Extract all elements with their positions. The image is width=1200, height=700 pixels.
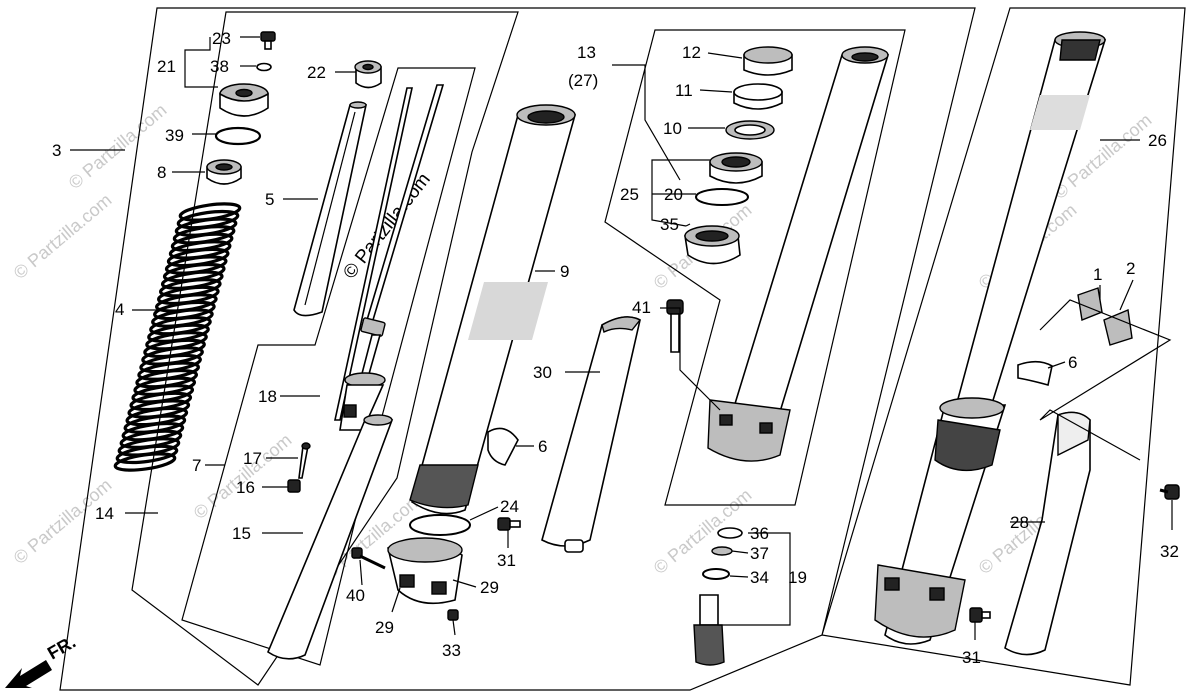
callout-23: 23 (212, 29, 231, 48)
callout-6-right: 6 (1068, 353, 1077, 372)
bushing-11 (733, 83, 783, 110)
callout-5: 5 (265, 190, 274, 209)
outer-tube-9 (409, 104, 577, 515)
fork-guard-30 (541, 316, 642, 553)
callout-15: 15 (232, 524, 251, 543)
needle-17 (298, 442, 311, 479)
callout-35: 35 (660, 215, 679, 234)
fork-assembly-26 (874, 31, 1107, 645)
wear-pad-6 (487, 427, 519, 466)
callout-6-left: 6 (538, 437, 547, 456)
callout-30: 30 (533, 363, 552, 382)
callout-1: 1 (1093, 265, 1102, 284)
callout-27: (27) (568, 71, 598, 90)
clip-20 (695, 188, 749, 206)
callout-19: 19 (788, 568, 807, 587)
spring-coil (113, 452, 177, 472)
callout-34: 34 (750, 568, 769, 587)
front-direction-arrow: FR. (5, 632, 79, 688)
nut-16 (287, 479, 301, 493)
bracket-1 (1077, 287, 1103, 321)
callout-22: 22 (307, 63, 326, 82)
bushing-12 (743, 46, 793, 76)
axle-holder-29 (387, 537, 463, 605)
callout-13: 13 (577, 43, 596, 62)
callout-4: 4 (115, 300, 124, 319)
o-ring-39 (214, 126, 262, 146)
washer-10 (725, 120, 775, 140)
bolt-32 (1159, 484, 1180, 500)
callout-41: 41 (632, 298, 651, 317)
direction-label: FR. (44, 632, 79, 664)
adjuster-19 (693, 594, 725, 666)
washer-34 (702, 568, 730, 580)
callout-10: 10 (663, 119, 682, 138)
spring-coil (115, 444, 179, 465)
callout-38: 38 (210, 57, 229, 76)
bolt-33 (447, 609, 459, 621)
bolt-31-right (969, 607, 991, 623)
callout-28: 28 (1010, 513, 1029, 532)
callout-9: 9 (560, 262, 569, 281)
callout-16: 16 (236, 478, 255, 497)
leader-lines (70, 36, 1173, 640)
callout-25: 25 (620, 185, 639, 204)
watermark: © Partzilla.com (190, 430, 296, 523)
damper-rod-18 (334, 84, 445, 431)
circlip-24 (409, 514, 471, 536)
nut-22 (354, 60, 382, 89)
callout-36: 36 (750, 524, 769, 543)
spring-4 (113, 202, 242, 472)
callout-31-right: 31 (962, 648, 981, 667)
washer-38 (256, 62, 272, 72)
callout-33: 33 (442, 641, 461, 660)
callout-17: 17 (243, 449, 262, 468)
callout-18: 18 (258, 387, 277, 406)
wear-pad-6-right (1017, 360, 1053, 386)
callout-21: 21 (157, 57, 176, 76)
callout-7: 7 (192, 456, 201, 475)
fork-guard-28 (1004, 411, 1091, 656)
callout-29-left: 29 (375, 618, 394, 637)
bracket-2 (1103, 309, 1133, 346)
collar-8 (206, 159, 242, 185)
callout-26: 26 (1148, 131, 1167, 150)
arrow-icon (5, 660, 52, 688)
slider-tube-13 (707, 46, 890, 462)
callout-14: 14 (95, 504, 114, 523)
dust-seal-35 (684, 225, 741, 265)
callout-11: 11 (675, 81, 693, 100)
frame-outer (59, 7, 1186, 691)
callout-29-right: 29 (480, 578, 499, 597)
watermark: © Partzilla.com (65, 100, 171, 193)
callout-20: 20 (664, 185, 683, 204)
frame-slider (604, 29, 906, 506)
callout-40: 40 (346, 586, 365, 605)
callout-37: 37 (750, 544, 769, 563)
callout-2: 2 (1126, 259, 1135, 278)
frame-rod (181, 67, 476, 666)
washer-37 (711, 546, 733, 556)
inner-tube-15 (267, 414, 394, 660)
bolt-40 (351, 547, 386, 570)
watermark: © Partzilla.com (10, 190, 116, 283)
washer-36 (717, 527, 743, 539)
callout-31-left: 31 (497, 551, 516, 570)
bolt-23 (260, 31, 276, 50)
rod-guide-5 (293, 101, 367, 317)
callout-32: 32 (1160, 542, 1179, 561)
fork-cap-21 (219, 83, 269, 117)
callout-12: 12 (682, 43, 701, 62)
bolt-41 (666, 299, 684, 353)
callout-39: 39 (165, 126, 184, 145)
bolt-31 (497, 517, 521, 531)
callout-3: 3 (52, 141, 61, 160)
callout-24: 24 (500, 497, 519, 516)
oil-seal-25 (709, 152, 763, 184)
callouts: 23 21 38 3 39 8 4 14 7 22 5 18 17 16 15 … (52, 29, 1179, 667)
callout-8: 8 (157, 163, 166, 182)
